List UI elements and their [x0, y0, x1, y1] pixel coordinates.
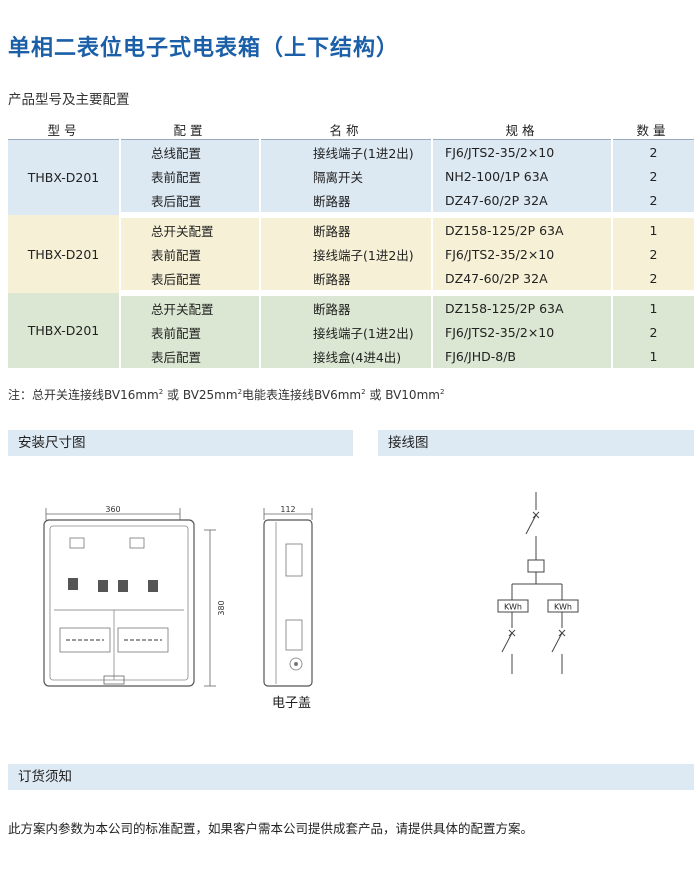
name-cell: 断路器 [260, 188, 433, 218]
name-cell: 接线盒(4进4出) [260, 344, 433, 368]
spec-cell: FJ6/JTS2-35/2×10 [432, 320, 613, 344]
name-cell: 隔离开关 [260, 164, 433, 188]
header-name: 名称 [260, 120, 432, 140]
name-cell: 断路器 [260, 215, 433, 242]
table-row: 表前配置 接线端子(1进2出) FJ6/JTS2-35/2×10 2 [8, 242, 694, 266]
qty-cell: 2 [612, 164, 694, 188]
drawing-caption: 电子盖 [272, 696, 312, 711]
spec-cell: DZ158-125/2P 63A [432, 215, 613, 242]
table-row: 表后配置 断路器 DZ47-60/2P 32A 2 [8, 188, 694, 218]
header-qty: 数量 [612, 120, 694, 140]
section-ordering: 订货须知 [8, 764, 694, 790]
qty-cell: 2 [612, 266, 694, 296]
table-row: 表前配置 隔离开关 NH2-100/1P 63A 2 [8, 164, 694, 188]
wiring-diagram: KWh KWh [497, 492, 579, 674]
name-cell: 断路器 [260, 293, 433, 320]
table-row: 表后配置 接线盒(4进4出) FJ6/JHD-8/B 1 [8, 344, 694, 368]
table-row: 表后配置 断路器 DZ47-60/2P 32A 2 [8, 266, 694, 296]
qty-cell: 2 [612, 320, 694, 344]
config-cell: 表后配置 [120, 266, 261, 296]
section-wiring-diagram: 接线图 [378, 430, 694, 456]
header-spec: 规格 [432, 120, 612, 140]
model-cell: THBX-D201 [8, 215, 121, 293]
name-cell: 断路器 [260, 266, 433, 296]
page-title: 单相二表位电子式电表箱（上下结构） [8, 36, 400, 61]
table-row: 表前配置 接线端子(1进2出) FJ6/JTS2-35/2×10 2 [8, 320, 694, 344]
section-install-dimensions: 安装尺寸图 [8, 430, 353, 456]
spec-cell: DZ158-125/2P 63A [432, 293, 613, 320]
header-model: 型号 [8, 120, 120, 140]
model-cell: THBX-D201 [8, 293, 121, 368]
height-dimension-label: 380 [217, 600, 226, 615]
table-row: THBX-D201 总线配置 接线端子(1进2出) FJ6/JTS2-35/2×… [8, 139, 694, 215]
config-cell: 表前配置 [120, 242, 261, 266]
side-view-drawing: 112 [263, 505, 313, 687]
config-cell: 表前配置 [120, 164, 261, 188]
ordering-notice: 此方案内参数为本公司的标准配置，如果客户需本公司提供成套产品，请提供具体的配置方… [8, 821, 534, 836]
front-view-drawing: 360 380 [43, 505, 226, 687]
spec-cell: FJ6/JTS2-35/2×10 [432, 139, 613, 164]
header-config: 配置 [120, 120, 260, 140]
name-cell: 接线端子(1进2出) [260, 242, 433, 266]
wiring-note: 注：总开关连接线BV16mm2 或 BV25mm2电能表连接线BV6mm2 或 … [8, 388, 445, 402]
name-cell: 接线端子(1进2出) [260, 139, 433, 164]
config-cell: 总开关配置 [120, 293, 261, 320]
qty-cell: 2 [612, 188, 694, 218]
config-cell: 表后配置 [120, 188, 261, 218]
qty-cell: 2 [612, 242, 694, 266]
table-header-row: 型号 配置 名称 规格 数量 [8, 120, 694, 140]
config-table: 型号 配置 名称 规格 数量 THBX-D201 总线配置 接线端子(1进2出)… [8, 120, 694, 368]
config-cell: 总开关配置 [120, 215, 261, 242]
spec-cell: FJ6/JHD-8/B [432, 344, 613, 368]
table-row: THBX-D201 总开关配置 断路器 DZ158-125/2P 63A 1 [8, 215, 694, 293]
qty-cell: 1 [612, 293, 694, 320]
depth-dimension-label: 112 [280, 505, 295, 514]
spec-cell: FJ6/JTS2-35/2×10 [432, 242, 613, 266]
meter-2-label: KWh [554, 603, 572, 612]
qty-cell: 2 [612, 139, 694, 164]
spec-cell: NH2-100/1P 63A [432, 164, 613, 188]
width-dimension-label: 360 [105, 505, 120, 514]
config-cell: 表前配置 [120, 320, 261, 344]
config-cell: 总线配置 [120, 139, 261, 164]
config-cell: 表后配置 [120, 344, 261, 368]
spec-cell: DZ47-60/2P 32A [432, 266, 613, 296]
spec-cell: DZ47-60/2P 32A [432, 188, 613, 218]
qty-cell: 1 [612, 215, 694, 242]
meter-1-label: KWh [504, 603, 522, 612]
model-cell: THBX-D201 [8, 139, 121, 215]
table-row: THBX-D201 总开关配置 断路器 DZ158-125/2P 63A 1 [8, 293, 694, 368]
name-cell: 接线端子(1进2出) [260, 320, 433, 344]
table-caption: 产品型号及主要配置 [8, 92, 130, 108]
qty-cell: 1 [612, 344, 694, 368]
